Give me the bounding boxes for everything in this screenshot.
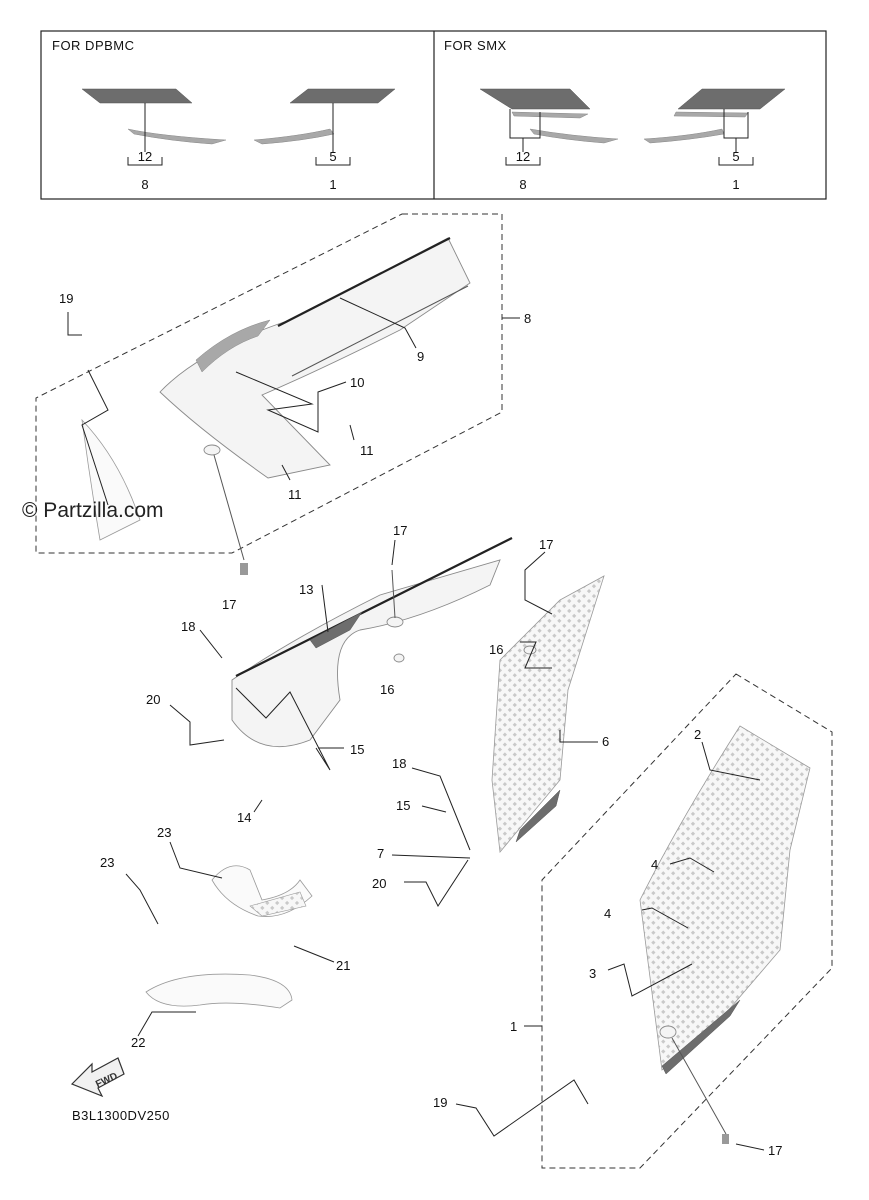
lower-left-assembly: 23 23 21 22 [100, 825, 350, 1050]
grommet [203, 444, 221, 456]
callout-2: 2 [694, 727, 701, 742]
grommet [659, 1025, 677, 1039]
side-cover-stripe [235, 537, 513, 677]
callout-4: 4 [604, 906, 611, 921]
callout-15: 15 [350, 742, 364, 757]
mesh-panel-6-trim [515, 789, 561, 843]
grommet [386, 616, 404, 628]
callout-23: 23 [157, 825, 171, 840]
decal-graphic-left-mid [511, 111, 589, 119]
decal-graphic-right-upper [289, 88, 396, 104]
ref-label: 5 [329, 149, 336, 164]
callout-6: 6 [602, 734, 609, 749]
middle-assembly: 17 17 13 18 16 16 20 15 6 14 18 15 7 20 [146, 523, 609, 908]
diagram-code: B3L1300DV250 [72, 1108, 170, 1123]
callout-20: 20 [146, 692, 160, 707]
bolt [240, 563, 248, 575]
callout-11: 11 [360, 443, 374, 458]
dashed-group-boundary [541, 673, 833, 1169]
callout-17: 17 [393, 523, 407, 538]
callout-9: 9 [417, 349, 424, 364]
callout-16: 16 [489, 642, 503, 657]
variant-title: FOR DPBMC [52, 38, 135, 53]
decal-graphic-right-lower [253, 128, 335, 145]
ref-label: 1 [329, 177, 336, 192]
callout-7: 7 [377, 846, 384, 861]
decal-graphic-left-upper [479, 88, 591, 110]
grommet [393, 653, 405, 663]
callout-18: 18 [392, 756, 406, 771]
ref-label: 12 [138, 149, 152, 164]
callout-17: 17 [222, 597, 236, 612]
decal-graphic-left-lower [529, 128, 619, 144]
decal-graphic-left-upper [81, 88, 193, 104]
assembly-group-8: 19 8 9 10 11 11 17 [35, 213, 531, 612]
side-cover-decal [309, 611, 363, 649]
watermark-text: © Partzilla.com [22, 499, 164, 522]
callout-14: 14 [237, 810, 251, 825]
cover-22 [145, 973, 293, 1009]
callout-22: 22 [131, 1035, 145, 1050]
callout-10: 10 [350, 375, 364, 390]
callout-13: 13 [299, 582, 313, 597]
ref-label: 1 [732, 177, 739, 192]
decal-graphic-right-upper [677, 88, 786, 110]
callout-19: 19 [433, 1095, 447, 1110]
callout-18: 18 [181, 619, 195, 634]
callout-17: 17 [539, 537, 553, 552]
callout-19: 19 [59, 291, 73, 306]
ref-label: 5 [732, 149, 739, 164]
variant-panel-dpbmc: FOR DPBMC 12 8 5 1 [52, 38, 396, 192]
ref-label: 12 [516, 149, 530, 164]
rear-section [81, 418, 141, 541]
callout-17: 17 [768, 1143, 782, 1158]
callout-3: 3 [589, 966, 596, 981]
assembly-group-1: 2 4 4 3 1 19 17 [433, 673, 833, 1169]
fwd-arrow-icon: FWD [70, 1057, 125, 1098]
ref-label: 8 [141, 177, 148, 192]
decal-graphic-right-lower [643, 128, 725, 144]
bracket-21-mesh [249, 891, 307, 917]
callout-20: 20 [372, 876, 386, 891]
ref-label: 8 [519, 177, 526, 192]
variant-panel-smx: FOR SMX 12 8 5 1 [444, 38, 786, 192]
stripe-decal-9 [277, 237, 451, 327]
stripe-decal-9-lower [291, 285, 469, 377]
callout-21: 21 [336, 958, 350, 973]
callout-8: 8 [524, 311, 531, 326]
dashed-group-boundary [35, 213, 503, 554]
callout-15: 15 [396, 798, 410, 813]
cowling-decal-front [195, 319, 271, 373]
callout-16: 16 [380, 682, 394, 697]
side-cover-13 [231, 559, 501, 748]
callout-4: 4 [651, 857, 658, 872]
variant-inset-box: FOR DPBMC 12 8 5 1 FOR SMX [40, 30, 827, 200]
bolt [722, 1134, 729, 1144]
decal-graphic-left-lower [127, 128, 227, 145]
mesh-panel-6 [491, 575, 605, 853]
callout-11: 11 [288, 487, 302, 502]
callout-23: 23 [100, 855, 114, 870]
decal-graphic-right-mid [673, 111, 749, 118]
callout-1: 1 [510, 1019, 517, 1034]
variant-title: FOR SMX [444, 38, 507, 53]
